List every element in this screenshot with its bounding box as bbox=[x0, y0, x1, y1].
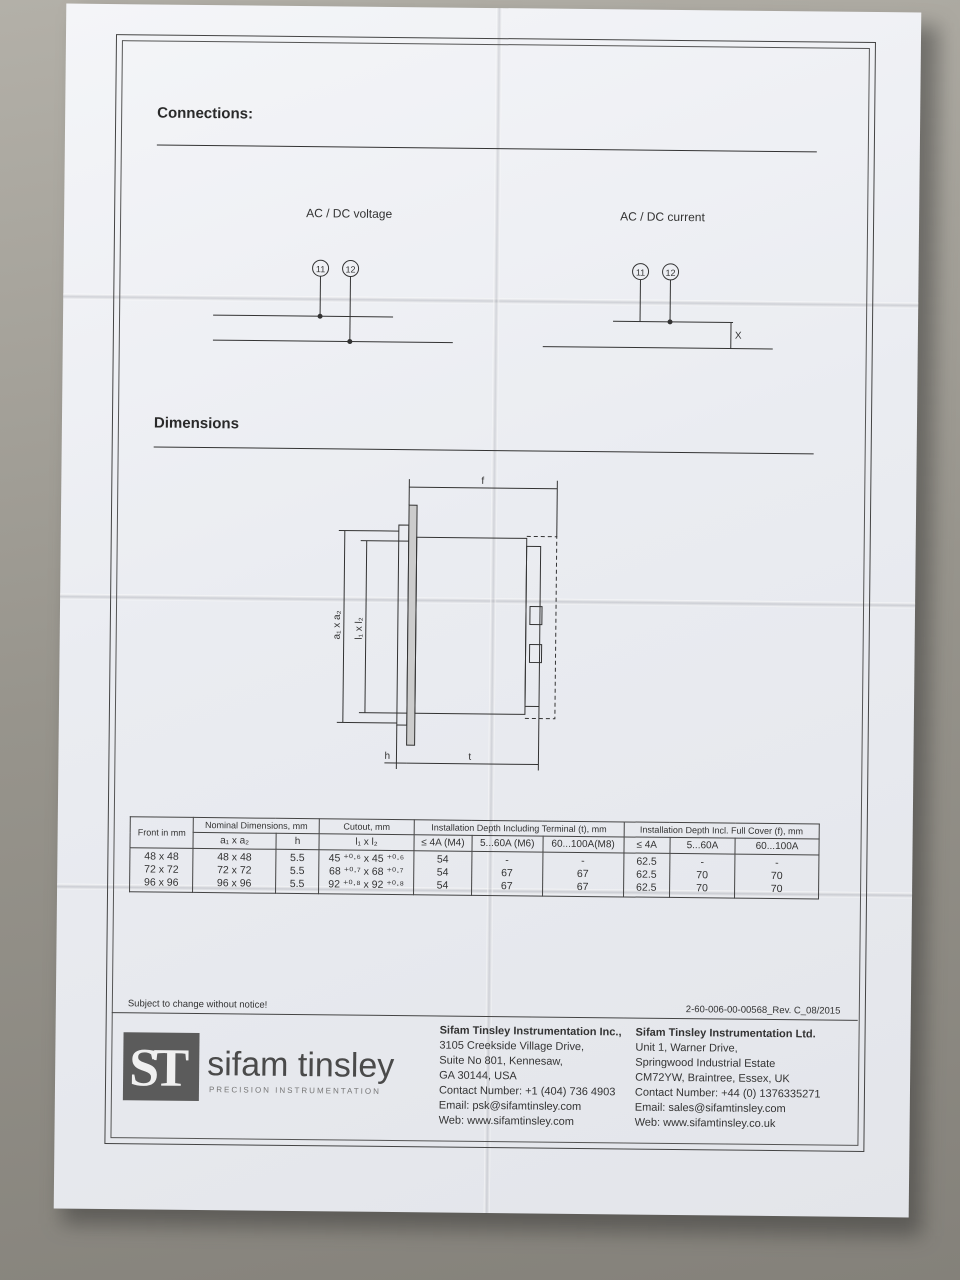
terminal-11-label: 11 bbox=[636, 268, 645, 278]
cell-f2: - bbox=[700, 856, 705, 869]
terminal-screw bbox=[528, 643, 543, 664]
cell-f1: 62.5 bbox=[636, 868, 657, 881]
brand-name: sifam tinsley bbox=[207, 1045, 395, 1086]
sub-t2: 5...60A (M6) bbox=[471, 835, 543, 853]
uk-web: Web: www.sifamtinsley.co.uk bbox=[634, 1116, 776, 1131]
connection-diagram: 11 12 11 12 X bbox=[212, 259, 773, 350]
sub-f3: 60...100A bbox=[734, 838, 820, 855]
meter-housing bbox=[414, 536, 528, 715]
current-circuit bbox=[542, 263, 773, 350]
terminal-12-label: 12 bbox=[346, 264, 356, 274]
sub-a: a₁ x a₂ bbox=[193, 832, 277, 850]
col-nominal: Nominal Dimensions, mm bbox=[193, 817, 320, 834]
cell-f2: 70 bbox=[696, 882, 708, 895]
cell-front: 72 x 72 bbox=[144, 863, 179, 876]
dim-a-label: a₁ x a₂ bbox=[332, 610, 343, 639]
cell-front: 48 x 48 bbox=[144, 850, 179, 863]
full-cover-outline bbox=[524, 535, 558, 720]
voltage-circuit bbox=[212, 259, 453, 345]
connections-title: Connections: bbox=[157, 104, 254, 123]
cell-f3: 70 bbox=[770, 869, 783, 883]
us-web: Web: www.sifamtinsley.com bbox=[438, 1114, 575, 1128]
sub-t3: 60...100A(M8) bbox=[542, 836, 624, 853]
brand-tagline: PRECISION INSTRUMENTATION bbox=[208, 1085, 381, 1096]
cell-l: 92 ⁺⁰·⁸ x 92 ⁺⁰·⁸ bbox=[328, 878, 404, 892]
cell-t1: 54 bbox=[436, 879, 449, 892]
dim-t-label: t bbox=[468, 752, 471, 763]
cell-l: 45 ⁺⁰·⁶ x 45 ⁺⁰·⁶ bbox=[328, 852, 405, 866]
cell-f3: - bbox=[775, 857, 779, 870]
current-label: AC / DC current bbox=[620, 209, 705, 225]
sub-h: h bbox=[275, 833, 320, 850]
x-mark: X bbox=[735, 331, 742, 342]
dim-f-label: f bbox=[481, 476, 484, 487]
terminal-11-label: 11 bbox=[316, 264, 325, 274]
sub-t1: ≤ 4A (M4) bbox=[413, 834, 472, 852]
cell-t2: - bbox=[505, 854, 509, 867]
cell-f1: 62.5 bbox=[636, 881, 657, 894]
cell-a: 48 x 48 bbox=[217, 851, 252, 864]
document-number: 2-60-006-00-00568_Rev. C_08/2015 bbox=[685, 1004, 841, 1017]
datasheet-paper: Connections: AC / DC voltage AC / DC cur… bbox=[53, 3, 922, 1218]
cell-f3: 70 bbox=[770, 882, 783, 896]
company-logo: ST bbox=[122, 1032, 200, 1102]
cell-l: 68 ⁺⁰·⁷ x 68 ⁺⁰·⁷ bbox=[329, 865, 404, 879]
cell-h: 5.5 bbox=[289, 851, 305, 865]
cell-t3: - bbox=[581, 854, 585, 868]
terminal-12-label: 12 bbox=[665, 268, 675, 278]
cell-a: 72 x 72 bbox=[217, 864, 252, 877]
dimension-table: Front in mm Nominal Dimensions, mm Cutou… bbox=[129, 816, 820, 899]
cell-a: 96 x 96 bbox=[216, 877, 252, 890]
dim-h-label: h bbox=[384, 751, 390, 762]
change-notice: Subject to change without notice! bbox=[127, 998, 268, 1011]
cell-t2: 67 bbox=[501, 867, 513, 880]
voltage-label: AC / DC voltage bbox=[306, 206, 393, 221]
cell-f2: 70 bbox=[696, 869, 709, 882]
dim-l-label: l₁ x l₂ bbox=[354, 617, 365, 639]
logo-letters: ST bbox=[128, 1037, 184, 1098]
cell-t3: 67 bbox=[576, 867, 589, 881]
uk-address: Sifam Tinsley Instrumentation Ltd. Unit … bbox=[635, 1026, 822, 1133]
sub-f1: ≤ 4A bbox=[623, 836, 670, 854]
dimension-drawing: f t h a₁ x a₂ l₁ x l₂ bbox=[332, 476, 558, 771]
col-front: Front in mm bbox=[129, 816, 194, 849]
cell-t2: 67 bbox=[500, 880, 513, 893]
cell-t3: 67 bbox=[576, 880, 589, 894]
cell-h: 5.5 bbox=[289, 877, 305, 891]
rear-terminal-block bbox=[524, 545, 542, 708]
cell-h: 5.5 bbox=[289, 864, 305, 878]
dimensions-title: Dimensions bbox=[153, 414, 240, 433]
cell-f1: 62.5 bbox=[636, 855, 657, 868]
sub-f2: 5...60A bbox=[669, 837, 736, 855]
us-address: Sifam Tinsley Instrumentation Inc., 3105… bbox=[439, 1024, 622, 1131]
terminal-screw bbox=[529, 605, 543, 626]
cell-t1: 54 bbox=[436, 853, 449, 866]
cell-front: 96 x 96 bbox=[143, 876, 179, 889]
sub-l: l₁ x l₂ bbox=[319, 833, 415, 851]
col-cutout: Cutout, mm bbox=[319, 818, 415, 835]
cell-t1: 54 bbox=[436, 866, 449, 879]
